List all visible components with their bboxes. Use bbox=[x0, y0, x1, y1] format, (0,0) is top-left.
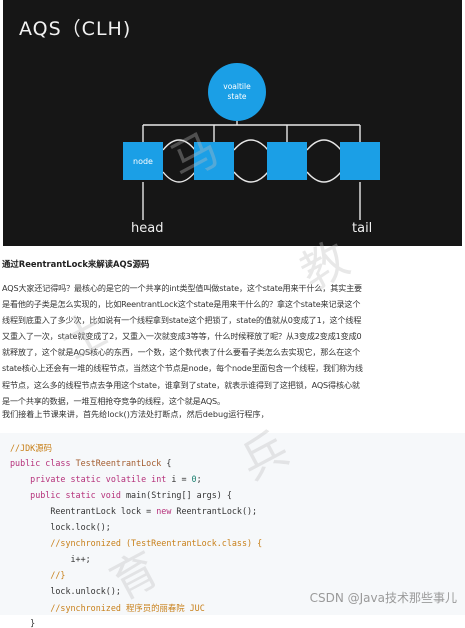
diagram-lines bbox=[142, 121, 361, 220]
code-line-3: private static volatile int i = 0; bbox=[10, 474, 202, 484]
code-block: //JDK源码 public class TestReentrantLock {… bbox=[0, 433, 465, 628]
code-token: lock.lock(); bbox=[50, 522, 111, 532]
code-line-4: public static void main(String[] args) { bbox=[10, 490, 232, 500]
code-line-5: ReentrantLock lock = new ReentrantLock()… bbox=[10, 506, 257, 516]
code-token: lock.unlock(); bbox=[50, 586, 121, 596]
article-paragraph: AQS大家还记得吗？最核心的是它的一个共享的int类型值叫做state，这个st… bbox=[2, 280, 460, 409]
state-circle: voaltile state bbox=[208, 63, 266, 121]
code-token: i = bbox=[171, 474, 192, 484]
code-comment: //JDK源码 bbox=[10, 443, 52, 453]
paragraph-line-5: 就释放了，这个就是AQS核心的东西，一个数，这个数代表了什么要看子类怎么去实现它… bbox=[2, 347, 361, 358]
aqs-clh-diagram: AQS（CLH) voaltile state node head tail bbox=[3, 0, 462, 246]
paragraph-line-8: 是一个共享的数据，一堆互相抢夺竞争的线程，这个就是AQS。 bbox=[2, 395, 225, 406]
code-line-7: //synchronized (TestReentrantLock.class)… bbox=[10, 538, 262, 548]
node-box-3 bbox=[267, 142, 307, 180]
code-line-12: } bbox=[10, 618, 35, 628]
csdn-credit: CSDN @Java技术那些事儿 bbox=[309, 591, 457, 605]
node-box-1: node bbox=[123, 142, 163, 180]
code-number: 0 bbox=[191, 474, 197, 484]
code-keyword: public static void bbox=[30, 490, 126, 500]
node-label: node bbox=[133, 156, 153, 166]
code-comment: //synchronized 程序员的丽春院 JUC bbox=[50, 603, 205, 613]
code-line-2: public class TestReentrantLock { bbox=[10, 458, 171, 468]
tail-label: tail bbox=[352, 221, 373, 236]
paragraph-line-3: 线程到底重入了多少次，比如说有一个线程拿到state这个把锁了，state的值就… bbox=[2, 315, 362, 326]
code-line-8: i++; bbox=[10, 554, 91, 564]
code-line-10: lock.unlock(); bbox=[10, 586, 121, 596]
head-label: head bbox=[131, 221, 164, 236]
code-keyword: public class bbox=[10, 458, 76, 468]
code-class-name: TestReentrantLock bbox=[75, 458, 162, 468]
section-heading: 通过ReentrantLock来解读AQS源码 bbox=[2, 259, 150, 269]
paragraph-line-7: 程节点，这么多的线程节点去争用这个state，谁拿到了state，就表示谁得到了… bbox=[2, 379, 360, 390]
node-box-4 bbox=[340, 142, 380, 180]
code-line-6: lock.lock(); bbox=[10, 522, 111, 532]
paragraph-line-1: AQS大家还记得吗？最核心的是它的一个共享的int类型值叫做state，这个st… bbox=[2, 283, 362, 293]
state-line-1: voaltile bbox=[223, 82, 251, 91]
code-token: } bbox=[30, 618, 36, 628]
code-token: ; bbox=[196, 474, 202, 484]
code-line-11: //synchronized 程序员的丽春院 JUC bbox=[10, 602, 205, 614]
code-line-9: //} bbox=[10, 570, 65, 580]
state-line-2: state bbox=[227, 92, 247, 101]
code-token: { bbox=[161, 458, 172, 468]
node-box-2 bbox=[194, 142, 234, 180]
paragraph-line-6: state核心上还会有一堆的线程节点，当然这个节点是node，每个node里面包… bbox=[2, 363, 363, 374]
diagram-title: AQS（CLH) bbox=[19, 18, 132, 40]
code-token: ReentrantLock lock = bbox=[50, 506, 157, 516]
code-keyword: new bbox=[156, 506, 177, 516]
code-comment: //synchronized (TestReentrantLock.class)… bbox=[50, 538, 263, 548]
code-token: ReentrantLock(); bbox=[176, 506, 258, 516]
intro-text: 我们接着上节课来讲，首先给lock()方法处打断点，然后debug运行程序， bbox=[2, 409, 269, 419]
paragraph-line-4: 又重入了一次，state就变成了2，又重入一次就变成3等等，什么时候释放了呢？从… bbox=[2, 331, 362, 342]
code-token: main(String[] args) { bbox=[125, 490, 232, 500]
paragraph-line-2: 是看他的子类是怎么实现的，比如ReentrantLock这个state是用来干什… bbox=[2, 299, 361, 310]
code-line-1: //JDK源码 bbox=[10, 442, 52, 454]
code-keyword: private static volatile int bbox=[30, 474, 172, 484]
code-comment: //} bbox=[50, 570, 66, 580]
code-token: i++; bbox=[70, 554, 91, 564]
